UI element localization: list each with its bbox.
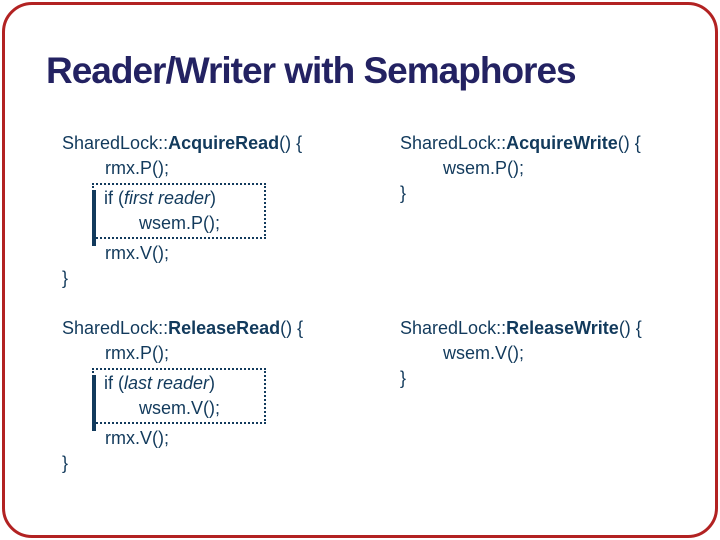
class-name: SharedLock:: [62, 318, 169, 338]
class-name: SharedLock:: [400, 133, 507, 153]
code-block-release-write: SharedLock::ReleaseWrite() { wsem.V(); } [400, 316, 642, 391]
code-line: wsem.V(); [443, 343, 524, 363]
signature-tail: () { [617, 133, 641, 153]
code-line-if: if (last reader) [104, 371, 264, 396]
code-block-acquire-read: SharedLock::AcquireRead() { rmx.P(); if … [62, 131, 302, 291]
signature-tail: () { [279, 133, 303, 153]
if-keyword: if ( [104, 188, 124, 208]
method-name: ReleaseWrite [506, 318, 619, 338]
class-name: SharedLock:: [400, 318, 507, 338]
closing-brace: } [62, 268, 69, 288]
function-signature: SharedLock::ReleaseWrite() { [400, 316, 642, 341]
slide-title: Reader/Writer with Semaphores [46, 50, 577, 91]
code-line: wsem.P(); [139, 213, 220, 233]
code-line: rmx.P(); [105, 158, 169, 178]
if-condition: last reader [124, 373, 210, 393]
code-block-acquire-write: SharedLock::AcquireWrite() { wsem.P(); } [400, 131, 641, 206]
method-name: AcquireRead [168, 133, 280, 153]
code-line: rmx.P(); [105, 343, 169, 363]
if-keyword: if ( [104, 373, 124, 393]
if-condition: first reader [124, 188, 211, 208]
method-name: AcquireWrite [506, 133, 618, 153]
closing-brace: } [400, 368, 407, 388]
highlight-box: if (last reader) wsem.V(); [92, 368, 266, 431]
code-line: rmx.V(); [105, 243, 169, 263]
code-block-release-read: SharedLock::ReleaseRead() { rmx.P(); if … [62, 316, 303, 476]
closing-brace: } [62, 453, 69, 473]
code-line: wsem.P(); [443, 158, 524, 178]
accent-bar [92, 190, 96, 246]
signature-tail: () { [618, 318, 642, 338]
signature-tail: () { [280, 318, 304, 338]
closing-brace: } [400, 183, 407, 203]
if-close-paren: ) [209, 373, 216, 393]
function-signature: SharedLock::ReleaseRead() { [62, 316, 303, 341]
method-name: ReleaseRead [168, 318, 281, 338]
code-line-if: if (first reader) [104, 186, 264, 211]
accent-bar [92, 375, 96, 431]
if-close-paren: ) [210, 188, 217, 208]
highlight-box: if (first reader) wsem.P(); [92, 183, 266, 246]
class-name: SharedLock:: [62, 133, 169, 153]
function-signature: SharedLock::AcquireRead() { [62, 131, 302, 156]
code-line: rmx.V(); [105, 428, 169, 448]
function-signature: SharedLock::AcquireWrite() { [400, 131, 641, 156]
code-line: wsem.V(); [139, 398, 220, 418]
